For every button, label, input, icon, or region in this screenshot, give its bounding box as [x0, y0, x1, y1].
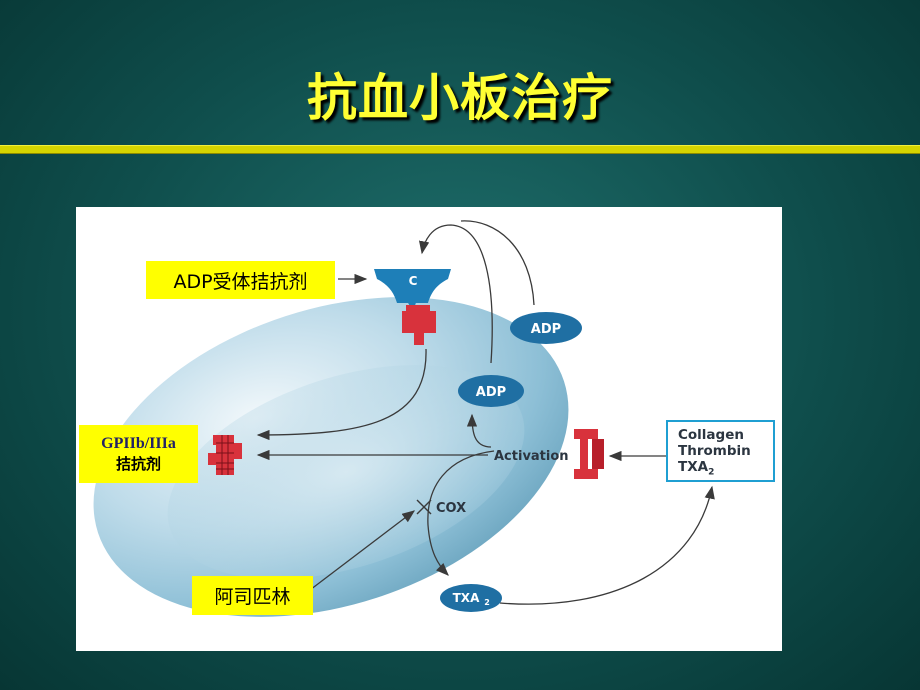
adp-antagonist-label: ADP受体拮抗剂	[146, 261, 335, 299]
agonist-receptor-icon	[574, 429, 604, 479]
agonist-box: Collagen Thrombin TXA2	[666, 420, 775, 482]
receptor-letter: C	[409, 274, 418, 288]
aspirin-label: 阿司匹林	[192, 576, 313, 615]
pathway-arrows	[256, 220, 715, 605]
diagram-canvas: C	[93, 220, 715, 617]
agonist-collagen: Collagen	[678, 427, 744, 443]
svg-text:TXA: TXA	[453, 591, 480, 605]
cox-label: COX	[436, 501, 466, 516]
svg-text:2: 2	[484, 598, 490, 607]
activation-label: Activation	[494, 449, 569, 464]
adp-receptor-icon: C	[374, 269, 451, 345]
gp-antagonist-label: GPIIb/IIIa 拮抗剂	[79, 425, 198, 483]
platelet-diagram: C	[76, 207, 782, 651]
svg-text:ADP: ADP	[531, 322, 561, 337]
slide-title: 抗血小板治疗	[307, 69, 613, 127]
title-divider	[0, 145, 920, 154]
agonist-txa2: TXA2	[678, 459, 715, 478]
gp-receptor-icon	[208, 435, 242, 475]
txa2-pill: TXA 2	[440, 584, 502, 612]
adp-pill-upper: ADP	[510, 312, 582, 344]
svg-text:ADP: ADP	[476, 385, 506, 400]
gp-antagonist-line2: 拮抗剂	[115, 454, 161, 473]
gp-antagonist-line1: GPIIb/IIIa	[101, 434, 176, 452]
agonist-thrombin: Thrombin	[678, 443, 751, 459]
adp-pill-lower: ADP	[458, 375, 524, 407]
platelet-cell	[93, 297, 569, 617]
cox-inhibition-mark	[416, 499, 432, 515]
